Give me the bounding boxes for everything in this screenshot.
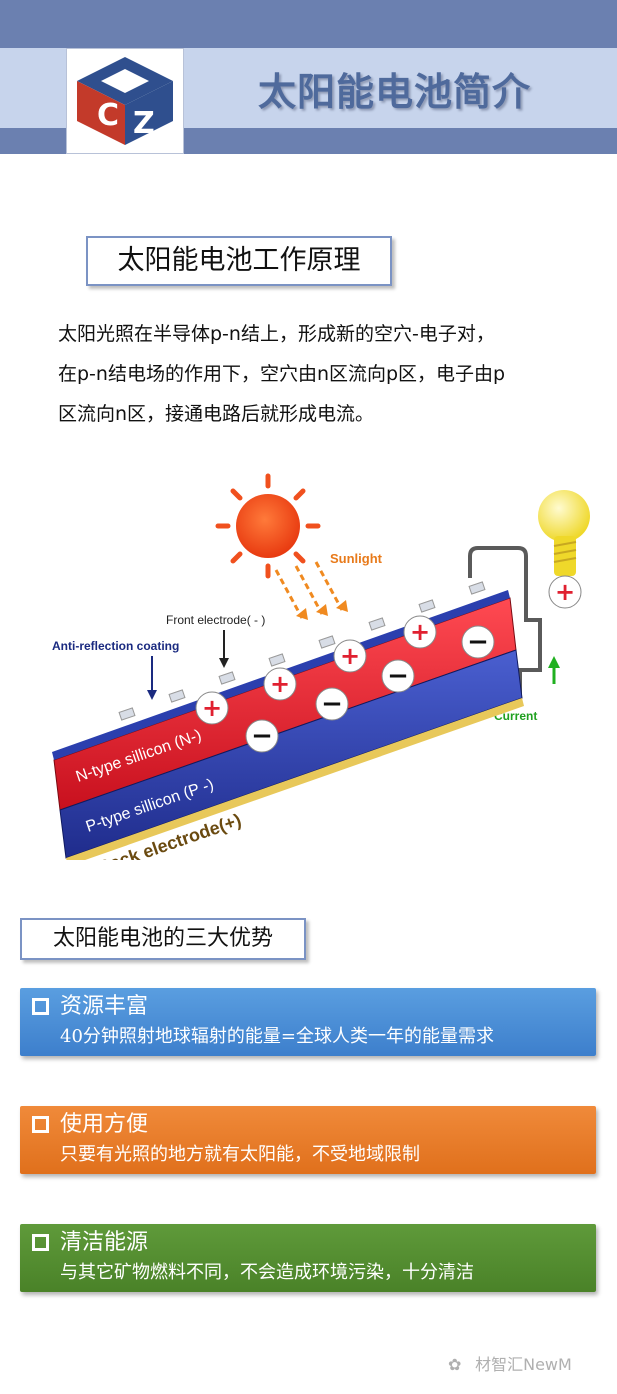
advantage-card-resources: 资源丰富 40分钟照射地球辐射的能量=全球人类一年的能量需求 (20, 988, 596, 1056)
hole-plus-1: + (202, 694, 222, 722)
section-title-frame (86, 236, 392, 286)
cz-logo-icon: C Z (77, 57, 173, 145)
advantages-title: 太阳能电池的三大优势 (52, 926, 273, 951)
electron-minus-4: − (467, 627, 489, 657)
advantage-description: 只要有光照的地方就有太阳能，不受地域限制 (60, 1144, 420, 1165)
principle-line-1: 太阳光照在半导体p-n结上，形成新的空穴-电子对， (58, 323, 495, 345)
electron-minus-1: − (251, 721, 273, 751)
bulb-plus: + (555, 578, 575, 606)
logo-letter-z: Z (133, 106, 155, 141)
watermark-text: 材智汇NewM (475, 1355, 572, 1374)
checkbox-icon (32, 1234, 49, 1251)
advantage-description: 与其它矿物燃料不同，不会造成环境污染，十分清洁 (60, 1262, 474, 1283)
watermark: ✿ 材智汇NewM (448, 1350, 608, 1380)
advantage-description: 40分钟照射地球辐射的能量=全球人类一年的能量需求 (60, 1026, 494, 1047)
electron-minus-3: − (387, 661, 409, 691)
advantage-card-convenience: 使用方便 只要有光照的地方就有太阳能，不受地域限制 (20, 1106, 596, 1174)
sun-icon (215, 473, 321, 579)
header-top-band (0, 0, 617, 48)
anti-reflection-label: Anti-reflection coating (52, 639, 179, 653)
principle-line-3: 区流向n区，接通电路后就形成电流。 (58, 403, 375, 425)
back-electrode-layer (66, 698, 524, 860)
logo-letter-c: C (97, 98, 119, 133)
advantages-title-frame (20, 918, 306, 960)
advantage-heading: 使用方便 (60, 1112, 149, 1137)
holes: + + + + (195, 615, 437, 725)
sunlight-arrows (274, 561, 344, 619)
solar-cell-diagram: Sunlight Current + N-type sillicon (N-) … (52, 473, 590, 860)
checkbox-icon (32, 998, 49, 1015)
principle-line-2: 在p-n结电场的作用下，空穴由n区流向p区，电子由p (58, 363, 506, 385)
electron-minus-2: − (321, 689, 343, 719)
advantage-heading: 资源丰富 (60, 994, 149, 1019)
circuit-wire (468, 546, 542, 700)
advantage-card-clean: 清洁能源 与其它矿物燃料不同，不会造成环境污染，十分清洁 (20, 1224, 596, 1292)
page-title: 太阳能电池简介 (258, 70, 532, 114)
hole-plus-2: + (270, 670, 290, 698)
checkbox-icon (32, 1116, 49, 1133)
front-electrode-fingers (118, 581, 486, 721)
front-electrode-label: Front electrode( - ) (166, 613, 265, 627)
sunlight-label: Sunlight (330, 551, 383, 566)
wechat-icon: ✿ (448, 1355, 462, 1374)
hole-plus-4: + (410, 618, 430, 646)
light-bulb-icon: + (538, 490, 590, 609)
principle-title: 太阳能电池工作原理 (117, 245, 361, 276)
hole-plus-3: + (340, 642, 360, 670)
logo: C Z (66, 48, 184, 154)
electrons: − − − − (245, 625, 495, 753)
advantage-heading: 清洁能源 (60, 1230, 149, 1255)
